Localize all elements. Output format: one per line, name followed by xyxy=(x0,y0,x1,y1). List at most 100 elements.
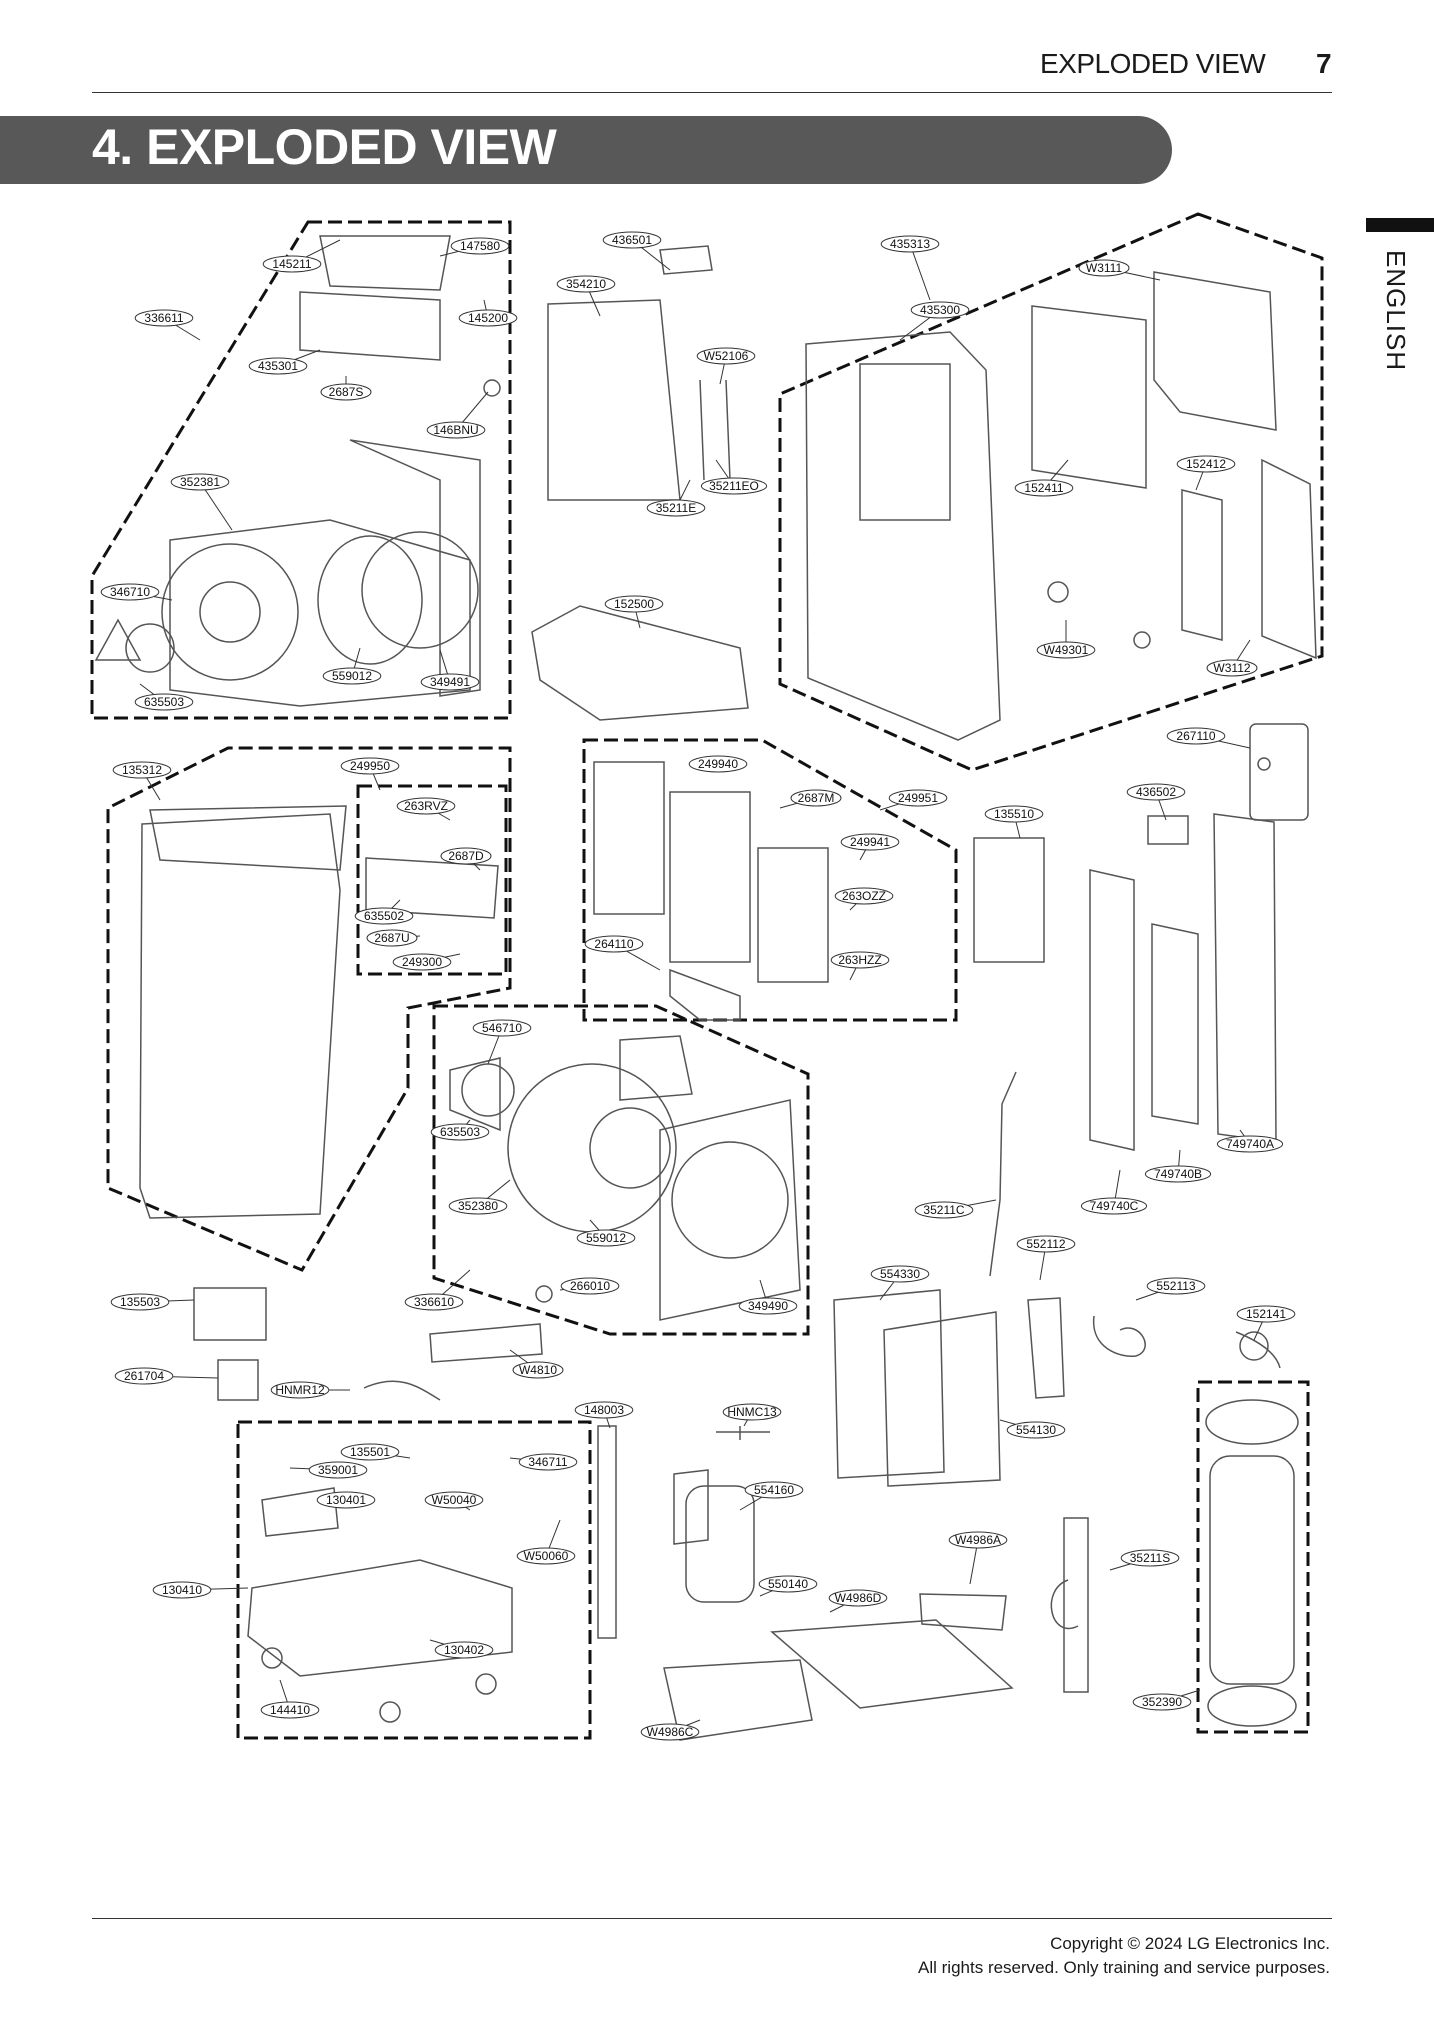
part-number-label: 263RVZ xyxy=(404,799,448,813)
callout-bubble xyxy=(512,1361,564,1379)
callout-bubble xyxy=(392,953,452,971)
callout-bubble xyxy=(1216,1135,1284,1153)
part-number-label: 2687U xyxy=(374,931,409,945)
callout-bubble xyxy=(1132,1693,1192,1711)
part-callout: 552113 xyxy=(1135,1277,1206,1301)
part-callout: 130401 xyxy=(316,1491,376,1509)
part-callout: 359001 xyxy=(289,1461,368,1479)
part-number-label: 35211S xyxy=(1130,1551,1170,1565)
part-callout: 346711 xyxy=(509,1453,578,1471)
footer-divider xyxy=(92,1918,1332,1919)
callout-bubble xyxy=(430,1123,490,1141)
part-callout: 249940 xyxy=(688,755,748,773)
part-callout: 349490 xyxy=(738,1279,798,1315)
part-callout: 336611 xyxy=(134,309,201,341)
part-number-label: W4810 xyxy=(519,1363,557,1377)
part-callout: 436502 xyxy=(1126,783,1186,821)
part-callout: 35211E xyxy=(646,479,706,517)
part-callout: 436501 xyxy=(602,231,671,271)
callout-bubble xyxy=(722,1403,782,1421)
callout-bubble xyxy=(434,1641,494,1659)
callout-leader xyxy=(909,243,931,301)
part-number-label: 147580 xyxy=(460,239,500,253)
callout-bubble xyxy=(560,1277,620,1295)
part-number-label: 552113 xyxy=(1156,1279,1195,1293)
callout-bubble xyxy=(354,907,414,925)
part-callout: 352390 xyxy=(1132,1689,1201,1711)
part-number-label: 635502 xyxy=(364,909,404,923)
part-number-label: 554130 xyxy=(1016,1423,1056,1437)
part-number-label: 436502 xyxy=(1136,785,1176,799)
callout-bubble xyxy=(340,757,400,775)
part-number-label: 559012 xyxy=(586,1231,626,1245)
callout-bubble xyxy=(1166,727,1226,745)
callout-bubble xyxy=(516,1547,576,1565)
part-callout: 35211S xyxy=(1109,1549,1180,1571)
part-number-label: 249941 xyxy=(850,835,890,849)
part-number-label: 359001 xyxy=(318,1463,358,1477)
part-number-label: 152412 xyxy=(1186,457,1226,471)
callout-bubble xyxy=(830,951,890,969)
part-callout: 635502 xyxy=(354,899,414,925)
part-callout: 552112 xyxy=(1016,1235,1076,1281)
part-callout: W3111 xyxy=(1078,259,1161,281)
callout-bubble xyxy=(738,1297,798,1315)
part-number-label: 152500 xyxy=(614,597,654,611)
part-number-label: 144410 xyxy=(270,1703,310,1717)
part-number-label: W50060 xyxy=(524,1549,569,1563)
part-callout: 249941 xyxy=(840,833,900,861)
part-callout: W50040 xyxy=(424,1491,484,1511)
part-number-label: 559012 xyxy=(332,669,372,683)
part-callout: W3112 xyxy=(1206,639,1258,677)
language-tab-label: ENGLISH xyxy=(1381,250,1411,372)
part-number-label: W4986D xyxy=(835,1591,882,1605)
part-callout: 263HZZ xyxy=(830,951,890,981)
part-callout: W49301 xyxy=(1036,620,1096,659)
part-number-label: 249950 xyxy=(350,759,390,773)
part-callout: 749740B xyxy=(1144,1149,1212,1183)
callout-bubble xyxy=(440,847,492,865)
part-callout: 2687S xyxy=(320,376,372,401)
callout-bubble xyxy=(1120,1549,1180,1567)
part-callout: 249951 xyxy=(879,789,948,811)
part-callout: 336610 xyxy=(404,1269,471,1311)
callout-bubble xyxy=(1036,641,1096,659)
part-number-label: 35211E xyxy=(656,501,696,515)
page-number: 7 xyxy=(1316,48,1332,79)
part-callout: 266010 xyxy=(559,1277,620,1295)
part-number-label: 146BNU xyxy=(433,423,478,437)
callout-bubble xyxy=(640,1723,700,1741)
part-callout: 148003 xyxy=(574,1401,634,1429)
part-callout: W52106 xyxy=(696,347,756,385)
part-number-label: 552112 xyxy=(1026,1237,1065,1251)
callout-bubble xyxy=(134,693,194,711)
part-number-label: 145211 xyxy=(272,257,311,271)
callout-bubble xyxy=(576,1229,636,1247)
callout-bubble xyxy=(828,1589,888,1607)
part-callout: 349491 xyxy=(420,649,480,691)
part-number-label: W49301 xyxy=(1044,643,1089,657)
part-number-label: 336611 xyxy=(144,311,183,325)
callout-bubble xyxy=(322,667,382,685)
callout-bubble xyxy=(880,235,940,253)
part-number-label: 130402 xyxy=(444,1643,484,1657)
callout-bubble xyxy=(604,595,664,613)
callout-bubble xyxy=(700,477,768,495)
callout-bubble xyxy=(426,421,486,439)
part-callout: 152500 xyxy=(604,595,664,629)
callout-bubble xyxy=(518,1453,578,1471)
callout-bubble xyxy=(110,1293,170,1311)
callout-bubble xyxy=(320,383,372,401)
callout-bubble xyxy=(112,761,172,779)
part-number-label: 349490 xyxy=(748,1299,788,1313)
part-number-label: 249951 xyxy=(898,791,938,805)
callout-bubble xyxy=(584,935,644,953)
part-number-label: W4986C xyxy=(647,1725,694,1739)
part-callout: 2687U xyxy=(366,929,421,947)
part-callout: HNMR12 xyxy=(270,1381,350,1399)
part-number-label: 135501 xyxy=(350,1445,390,1459)
callout-bubble xyxy=(1236,1305,1296,1323)
group-outline-inner-blower xyxy=(432,1004,810,1336)
part-number-label: 546710 xyxy=(482,1021,522,1035)
group-outline-exhaust-hose xyxy=(1196,1380,1310,1734)
